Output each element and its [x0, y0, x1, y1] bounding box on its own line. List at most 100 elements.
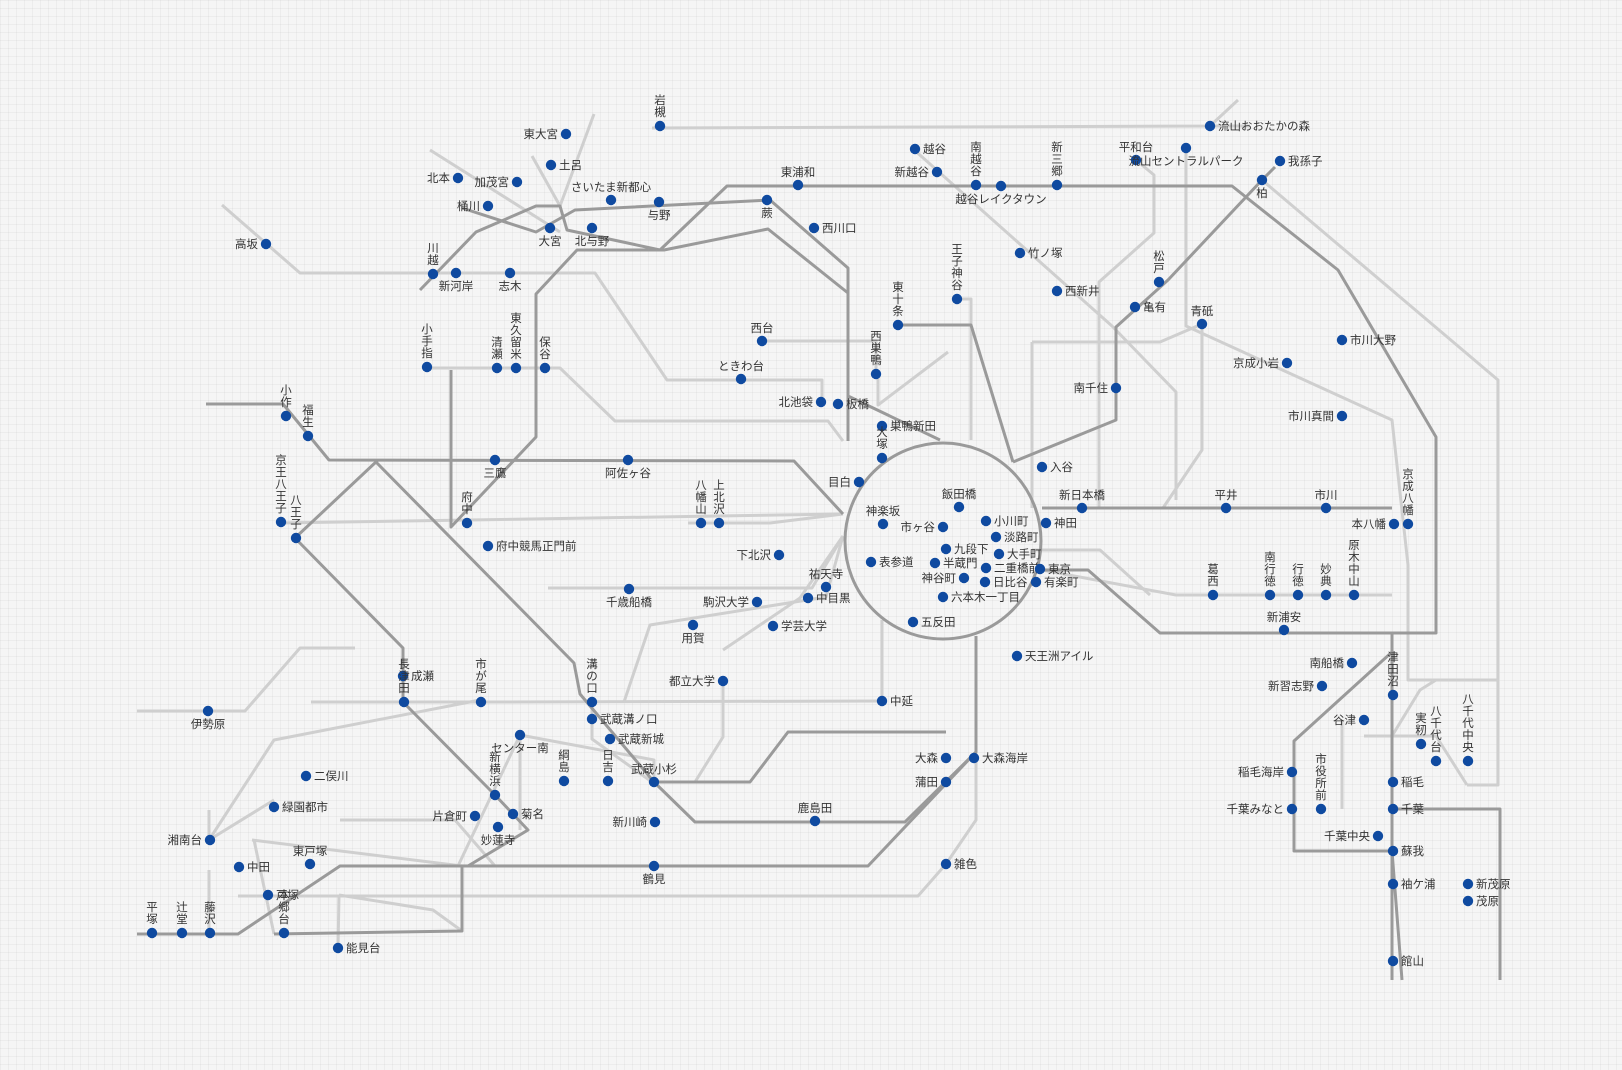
station[interactable]: 中田 — [233, 860, 270, 874]
station[interactable]: 稲毛海岸 — [1238, 765, 1298, 779]
station[interactable]: 目白 — [828, 475, 865, 489]
station[interactable]: センター南 — [491, 729, 549, 755]
station-dot[interactable] — [958, 572, 970, 584]
station-dot[interactable] — [876, 420, 888, 432]
station-dot[interactable] — [993, 548, 1005, 560]
station-dot[interactable] — [586, 713, 598, 725]
station[interactable]: 湘南台 — [168, 833, 216, 847]
station[interactable]: 市役所前 — [1315, 752, 1327, 815]
station[interactable]: 表参道 — [865, 555, 914, 569]
station-dot[interactable] — [1462, 755, 1474, 767]
station-dot[interactable] — [622, 454, 634, 466]
station[interactable]: 新川崎 — [613, 815, 661, 829]
station-dot[interactable] — [1348, 589, 1360, 601]
station-dot[interactable] — [492, 821, 504, 833]
station[interactable]: 実籾 — [1415, 711, 1427, 750]
station-dot[interactable] — [951, 293, 963, 305]
station[interactable]: 岩槻 — [654, 93, 666, 132]
station[interactable]: 大森海岸 — [968, 751, 1028, 765]
station[interactable]: 北本 — [427, 171, 464, 185]
station-dot[interactable] — [290, 532, 302, 544]
station[interactable]: 戸塚 — [262, 888, 300, 902]
station[interactable]: 東戸塚 — [293, 844, 328, 870]
station-dot[interactable] — [544, 222, 556, 234]
station[interactable]: 八千代台 — [1430, 704, 1442, 767]
station-dot[interactable] — [1030, 576, 1042, 588]
station-dot[interactable] — [979, 576, 991, 588]
station[interactable]: 中目黒 — [802, 591, 851, 605]
station-dot[interactable] — [489, 454, 501, 466]
station[interactable]: 我孫子 — [1274, 154, 1323, 168]
station-dot[interactable] — [1040, 517, 1052, 529]
station-dot[interactable] — [204, 927, 216, 939]
station-dot[interactable] — [421, 361, 433, 373]
station[interactable]: 成瀬 — [397, 669, 435, 683]
station-dot[interactable] — [1196, 318, 1208, 330]
station[interactable]: 九段下 — [940, 542, 989, 556]
station[interactable]: 綱島 — [558, 748, 570, 787]
station-dot[interactable] — [545, 159, 557, 171]
station-dot[interactable] — [1153, 276, 1165, 288]
station[interactable]: 天王洲アイル — [1011, 649, 1094, 663]
station-dot[interactable] — [1358, 714, 1370, 726]
station-dot[interactable] — [1220, 502, 1232, 514]
station[interactable]: 伊勢原 — [191, 705, 226, 731]
station-dot[interactable] — [940, 858, 952, 870]
station[interactable]: 大手町 — [993, 547, 1042, 561]
station[interactable]: 津田沼 — [1387, 650, 1399, 701]
station[interactable]: 与野 — [648, 196, 671, 222]
station[interactable]: 学芸大学 — [767, 619, 827, 633]
station-dot[interactable] — [1051, 285, 1063, 297]
station-dot[interactable] — [452, 172, 464, 184]
station-dot[interactable] — [1462, 878, 1474, 890]
station[interactable]: 千葉 — [1387, 802, 1425, 816]
station-dot[interactable] — [1387, 776, 1399, 788]
station[interactable]: 日吉 — [602, 748, 614, 787]
station[interactable]: 新越谷 — [895, 165, 943, 179]
station-dot[interactable] — [909, 143, 921, 155]
station[interactable]: 用賀 — [682, 619, 705, 645]
station[interactable]: 新横浜 — [489, 750, 501, 801]
station[interactable]: 青砥 — [1191, 304, 1214, 330]
station[interactable]: 西新井 — [1051, 284, 1100, 298]
station-dot[interactable] — [491, 362, 503, 374]
station[interactable]: 清瀬 — [491, 335, 503, 374]
station[interactable]: 阿佐ヶ谷 — [605, 454, 651, 480]
station-dot[interactable] — [300, 770, 312, 782]
station-dot[interactable] — [751, 596, 763, 608]
station[interactable]: 京成小岩 — [1233, 356, 1293, 370]
station-dot[interactable] — [1292, 589, 1304, 601]
station[interactable]: 菊名 — [507, 807, 544, 821]
station[interactable]: 本郷台 — [278, 888, 290, 939]
station[interactable]: 武蔵新城 — [604, 732, 665, 746]
station[interactable]: 溝の口 — [586, 657, 598, 708]
station-dot[interactable] — [802, 592, 814, 604]
station[interactable]: 妙蓮寺 — [481, 821, 516, 847]
station[interactable]: 市川真間 — [1288, 409, 1348, 423]
station[interactable]: 南船橋 — [1310, 656, 1358, 670]
station-dot[interactable] — [980, 515, 992, 527]
station[interactable]: 平和台 — [1119, 140, 1154, 166]
station-dot[interactable] — [604, 733, 616, 745]
station-dot[interactable] — [560, 128, 572, 140]
station[interactable]: 竹ノ塚 — [1014, 246, 1063, 260]
station-dot[interactable] — [1130, 154, 1142, 166]
station[interactable]: 志木 — [499, 267, 522, 293]
station-dot[interactable] — [260, 238, 272, 250]
station-dot[interactable] — [1388, 518, 1400, 530]
station[interactable]: 藤沢 — [204, 900, 216, 939]
station-dot[interactable] — [1207, 589, 1219, 601]
station[interactable]: 武蔵小杉 — [631, 762, 677, 788]
station[interactable]: 鹿島田 — [798, 801, 833, 827]
station-dot[interactable] — [469, 810, 481, 822]
station-dot[interactable] — [1281, 357, 1293, 369]
station[interactable]: 千歳船橋 — [606, 583, 652, 609]
station-dot[interactable] — [514, 729, 526, 741]
station[interactable]: 王子神谷 — [951, 242, 963, 305]
station-dot[interactable] — [278, 927, 290, 939]
station[interactable]: 五反田 — [907, 615, 956, 629]
station-dot[interactable] — [995, 180, 1007, 192]
station[interactable]: 武蔵溝ノ口 — [586, 712, 658, 726]
station-dot[interactable] — [1034, 563, 1046, 575]
station-dot[interactable] — [735, 373, 747, 385]
